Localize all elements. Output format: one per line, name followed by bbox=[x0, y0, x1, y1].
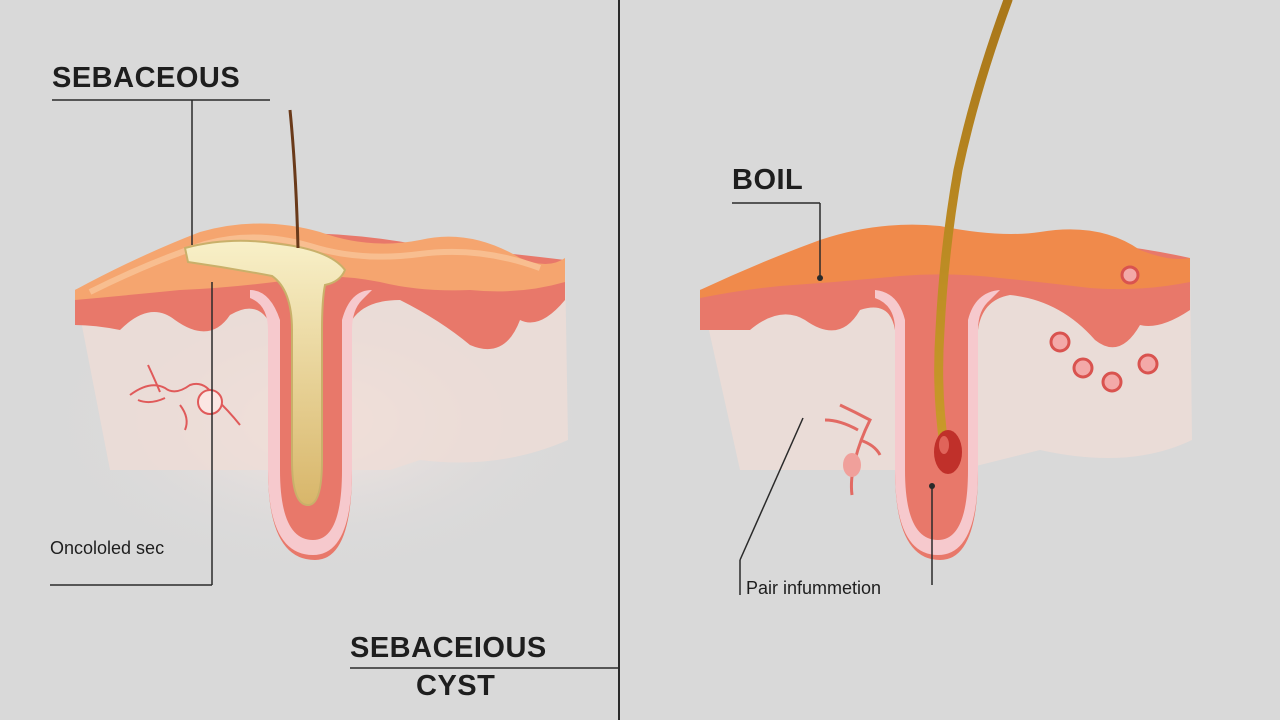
sac-annotation: Oncololed sec bbox=[50, 538, 165, 558]
sebaceous-title: SEBACEOUS bbox=[52, 62, 241, 94]
pustules bbox=[1049, 265, 1159, 393]
bulb-leader-dot bbox=[929, 483, 935, 489]
sebaceous-cyst-illustration bbox=[40, 109, 600, 580]
follicle-lining bbox=[250, 290, 372, 555]
annotation-leader-diagonal bbox=[739, 417, 804, 561]
hair-shaft bbox=[934, 0, 1013, 450]
inflamed-bulb bbox=[934, 430, 962, 474]
boil-illustration bbox=[700, 0, 1192, 561]
inflammation-annotation: Pair infummetion bbox=[746, 578, 882, 598]
dermis-layer-right bbox=[700, 235, 1190, 561]
boil-leader-dot bbox=[817, 275, 823, 281]
epidermis-highlight bbox=[88, 234, 542, 295]
caption-line-2: CYST bbox=[416, 670, 496, 702]
hair-strand bbox=[288, 109, 300, 249]
inflamed-node bbox=[197, 389, 223, 415]
inflamed-spot bbox=[843, 453, 861, 477]
caption-line-1: SEBACEIOUS bbox=[350, 632, 547, 664]
inflamed-vessels-right bbox=[824, 403, 882, 496]
inflamed-bulb-highlight bbox=[939, 436, 949, 454]
follicle-lining-right bbox=[875, 290, 1000, 555]
boil-title: BOIL bbox=[732, 164, 804, 196]
